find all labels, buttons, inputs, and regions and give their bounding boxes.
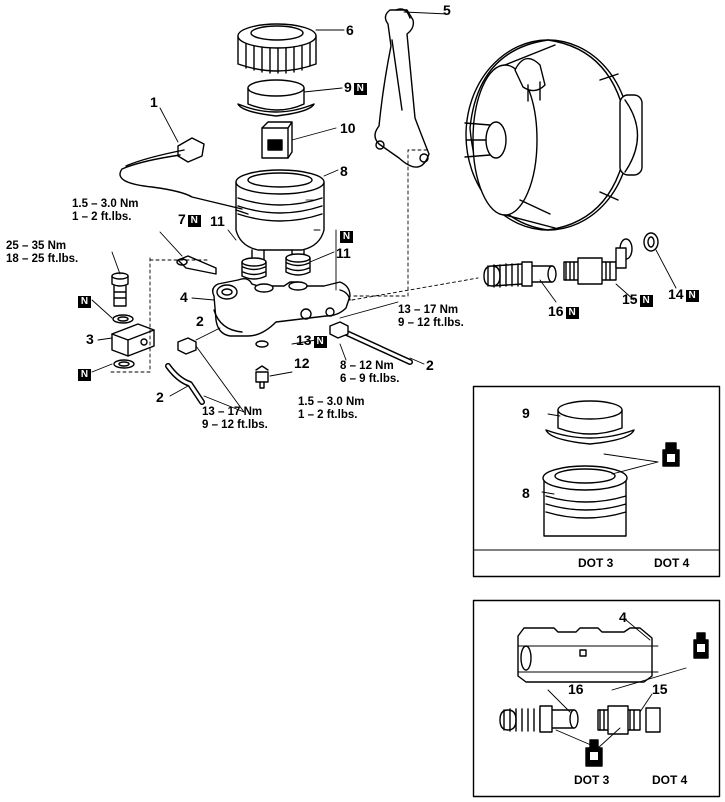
- callout-4: 4: [180, 289, 188, 305]
- new-part-mark: N: [313, 336, 327, 348]
- inset2-callout-4: 4: [619, 609, 627, 625]
- torque-bleeder-ft: 1 – 2 ft.lbs.: [72, 211, 132, 223]
- inset-cylinder-frame: [472, 599, 721, 798]
- brake-booster: [464, 39, 643, 231]
- callout-1: 1: [150, 94, 158, 110]
- inset1-callout-8: 8: [522, 485, 530, 501]
- callout-2-left-line: 2: [156, 389, 164, 405]
- torque-fitting: 8 – 12 Nm 6 – 9 ft.lbs.: [340, 360, 399, 386]
- torque-switch: 1.5 – 3.0 Nm 1 – 2 ft.lbs.: [298, 396, 364, 422]
- inset1-callout-9: 9: [522, 405, 530, 421]
- inset-cylinder-art: [499, 619, 709, 767]
- primary-piston: [563, 238, 633, 285]
- inset-reservoir-frame: [472, 385, 721, 578]
- callout-15-number: 15: [622, 291, 638, 307]
- inset1-dot3-label: DOT 3: [578, 556, 614, 570]
- torque-fitting-nm: 8 – 12 Nm: [340, 360, 394, 372]
- callout-7-number: 7: [178, 211, 186, 227]
- new-part-mark: N: [639, 295, 653, 307]
- reservoir-diaphragm: [237, 79, 315, 117]
- torque-fitting-ft: 6 – 9 ft.lbs.: [340, 373, 400, 385]
- fluid-reservoir: [235, 169, 325, 261]
- new-part-mark: N: [565, 307, 579, 319]
- master-cylinder-body: [211, 277, 351, 337]
- new-part-mark: N: [78, 296, 91, 308]
- inset1-dot4-label: DOT 4: [654, 556, 690, 570]
- inset2-dot3-label: DOT 3: [574, 773, 610, 787]
- callout-11-right: 11: [336, 245, 351, 261]
- torque-brake-line-left-nm: 13 – 17 Nm: [202, 406, 263, 418]
- pedal-bracket: [374, 8, 430, 168]
- torque-brake-line-left-ft: 9 – 12 ft.lbs.: [202, 419, 268, 431]
- snap-ring: [643, 232, 659, 252]
- callout-12: 12: [294, 355, 310, 371]
- new-part-mark-washer-top: N: [76, 293, 91, 309]
- secondary-piston: [483, 261, 557, 288]
- new-part-mark: N: [78, 369, 91, 381]
- torque-mounting-bolt-ft: 18 – 25 ft.lbs.: [6, 253, 79, 265]
- torque-switch-nm: 1.5 – 3.0 Nm: [298, 396, 365, 408]
- inset-reservoir-art: [541, 400, 680, 537]
- brake-lines: [165, 321, 413, 405]
- new-part-mark: N: [340, 231, 353, 243]
- fluid-level-sensor: [119, 137, 249, 215]
- reservoir-cap: [237, 23, 317, 74]
- torque-bleeder: 1.5 – 3.0 Nm 1 – 2 ft.lbs.: [72, 198, 138, 224]
- inset2-callout-15: 15: [652, 681, 668, 697]
- callout-14-number: 14: [668, 286, 684, 302]
- callout-6: 6: [346, 22, 354, 38]
- brake-fluid-bottle-icon: [693, 632, 709, 659]
- callout-9-number: 9: [344, 79, 352, 95]
- new-part-mark: N: [353, 83, 367, 95]
- callout-13-number: 13: [296, 332, 312, 348]
- inset2-callout-16: 16: [568, 681, 584, 697]
- callout-2-right-line: 2: [426, 357, 434, 373]
- callout-16-number: 16: [548, 303, 564, 319]
- callout-3: 3: [86, 331, 94, 347]
- torque-mounting-bolt-nm: 25 – 35 Nm: [6, 240, 67, 252]
- brake-fluid-bottle-icon: [662, 442, 680, 467]
- mounting-bolt: [111, 272, 129, 307]
- new-part-mark-washer-bottom: N: [76, 366, 91, 382]
- reservoir-grommets: [241, 253, 311, 280]
- callout-5: 5: [443, 2, 451, 18]
- callout-2-left-fitting: 2: [196, 313, 204, 329]
- inset2-dot4-label: DOT 4: [652, 773, 688, 787]
- callout-10: 10: [340, 120, 356, 136]
- new-part-mark: N: [187, 215, 201, 227]
- torque-bleeder-nm: 1.5 – 3.0 Nm: [72, 198, 139, 210]
- brake-fluid-bottle-icon: [585, 739, 603, 767]
- callout-8: 8: [340, 163, 348, 179]
- new-part-mark-reservoir: N: [338, 228, 353, 244]
- seal-and-switch: [255, 340, 269, 389]
- torque-switch-ft: 1 – 2 ft.lbs.: [298, 409, 358, 421]
- torque-brake-line-left: 13 – 17 Nm 9 – 12 ft.lbs.: [202, 406, 268, 432]
- mounting-bracket: [111, 314, 155, 369]
- torque-brake-line-right-nm: 13 – 17 Nm: [398, 304, 459, 316]
- leader-lines: [91, 11, 677, 413]
- torque-mounting-bolt: 25 – 35 Nm 18 – 25 ft.lbs.: [6, 240, 78, 266]
- bleeder-screw: [176, 255, 217, 275]
- torque-brake-line-right-ft: 9 – 12 ft.lbs.: [398, 317, 464, 329]
- fluid-level-float: [261, 121, 293, 159]
- new-part-mark: N: [685, 290, 699, 302]
- torque-brake-line-right: 13 – 17 Nm 9 – 12 ft.lbs.: [398, 304, 464, 330]
- callout-11-left: 11: [210, 213, 225, 229]
